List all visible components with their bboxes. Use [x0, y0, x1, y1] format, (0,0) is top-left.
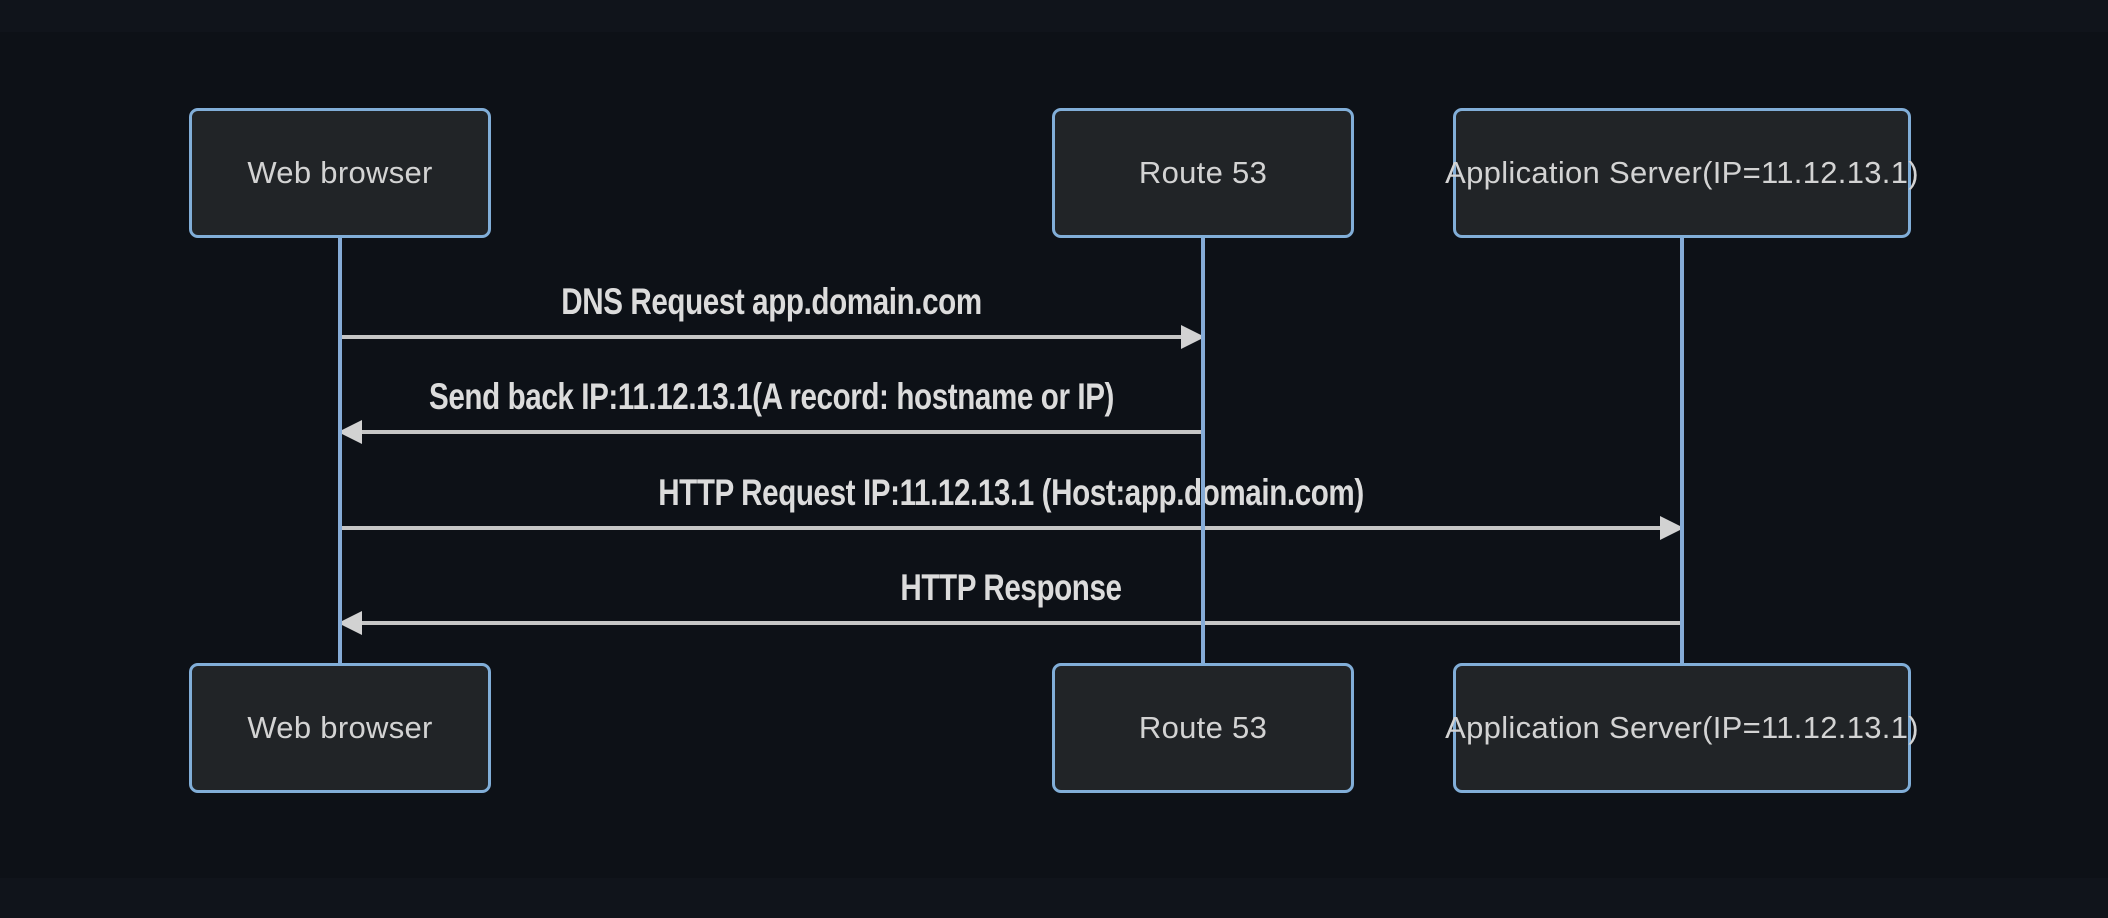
actor-label: Web browser [247, 155, 433, 190]
message-dns-request: DNS Request app.domain.com [340, 275, 1205, 349]
arrowhead-left-icon [338, 420, 362, 444]
actor-box-web-browser-top: Web browser [189, 108, 491, 238]
actor-box-route-53-top: Route 53 [1052, 108, 1354, 238]
actor-label: Route 53 [1138, 710, 1268, 745]
lifeline-route-53 [1201, 236, 1205, 665]
message-label: HTTP Response [900, 567, 1122, 608]
lifeline-app-server [1680, 236, 1684, 665]
message-label: HTTP Request IP:11.12.13.1 (Host:app.dom… [658, 472, 1364, 513]
message-http-request: HTTP Request IP:11.12.13.1 (Host:app.dom… [340, 466, 1684, 540]
message-label: Send back IP:11.12.13.1(A record: hostna… [428, 376, 1115, 417]
lifeline-web-browser [338, 236, 342, 665]
actor-label: Route 53 [1138, 155, 1268, 190]
actor-box-app-server-top: Application Server(IP=11.12.13.1) [1445, 108, 1919, 238]
message-arrow-line [338, 420, 1203, 444]
bottom-letterbox-band [0, 878, 2108, 918]
arrowhead-left-icon [338, 611, 362, 635]
actor-box-app-server-bottom: Application Server(IP=11.12.13.1) [1445, 663, 1919, 793]
message-dns-response: Send back IP:11.12.13.1(A record: hostna… [338, 370, 1203, 444]
message-http-response: HTTP Response [338, 561, 1682, 635]
actor-label: Application Server(IP=11.12.13.1) [1445, 710, 1919, 745]
message-arrow-line [338, 611, 1682, 635]
actor-box-web-browser-bottom: Web browser [189, 663, 491, 793]
message-arrow-line [340, 516, 1684, 540]
actor-box-route-53-bottom: Route 53 [1052, 663, 1354, 793]
message-arrow-line [340, 325, 1205, 349]
actor-label: Application Server(IP=11.12.13.1) [1445, 155, 1919, 190]
top-letterbox-band [0, 0, 2108, 32]
message-label: DNS Request app.domain.com [561, 281, 982, 322]
actor-label: Web browser [247, 710, 433, 745]
